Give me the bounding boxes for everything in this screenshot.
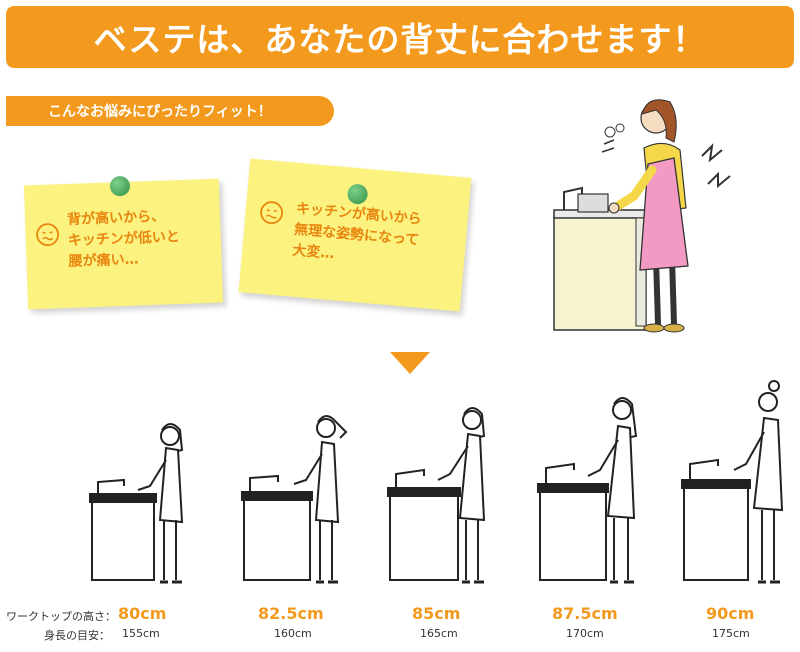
note-text-2: キッチンが高いから 無理な姿勢になって 大変… — [291, 200, 423, 263]
note-text-1: 背が高いから、 キッチンが低いと 腰が痛い… — [66, 208, 181, 270]
worktop-height-value: 85cm — [412, 604, 461, 623]
pin-icon — [109, 175, 131, 197]
worktop-height-value: 90cm — [706, 604, 755, 623]
page-title: ベステは、あなたの背丈に合わせます！ — [93, 20, 707, 59]
figure-87-5cm — [537, 397, 638, 584]
worried-face-icon — [36, 223, 60, 247]
pin-icon — [346, 183, 369, 205]
body-height-label: 身長の目安： — [44, 629, 110, 642]
sticky-note-1: 背が高いから、 キッチンが低いと 腰が痛い… — [23, 175, 224, 310]
body-height-value: 170cm — [566, 627, 604, 640]
down-arrow-icon — [390, 352, 430, 374]
subtitle-bar: こんなお悩みにぴったりフィット！ — [6, 96, 334, 126]
sticky-note-2: キッチンが高いから 無理な姿勢になって 大変… — [238, 158, 472, 312]
figure-85cm — [387, 407, 486, 584]
worktop-height-value: 82.5cm — [258, 604, 324, 623]
woman-at-counter-illustration — [553, 99, 731, 333]
worried-face-icon — [260, 201, 284, 225]
worktop-height-value: 87.5cm — [552, 604, 618, 623]
worktop-height-value: 80cm — [118, 604, 167, 623]
worktop-height-label: ワークトップの高さ： — [6, 610, 116, 623]
title-banner: ベステは、あなたの背丈に合わせます！ — [6, 6, 794, 68]
subtitle-text: こんなお悩みにぴったりフィット！ — [48, 104, 272, 120]
body-height-value: 160cm — [274, 627, 312, 640]
body-height-value: 155cm — [122, 627, 160, 640]
figure-90cm — [681, 380, 784, 584]
figure-82-5cm — [241, 415, 348, 584]
height-comparison-illustrations — [89, 380, 784, 584]
body-height-value: 175cm — [712, 627, 750, 640]
figure-80cm — [89, 423, 184, 584]
body-height-value: 165cm — [420, 627, 458, 640]
